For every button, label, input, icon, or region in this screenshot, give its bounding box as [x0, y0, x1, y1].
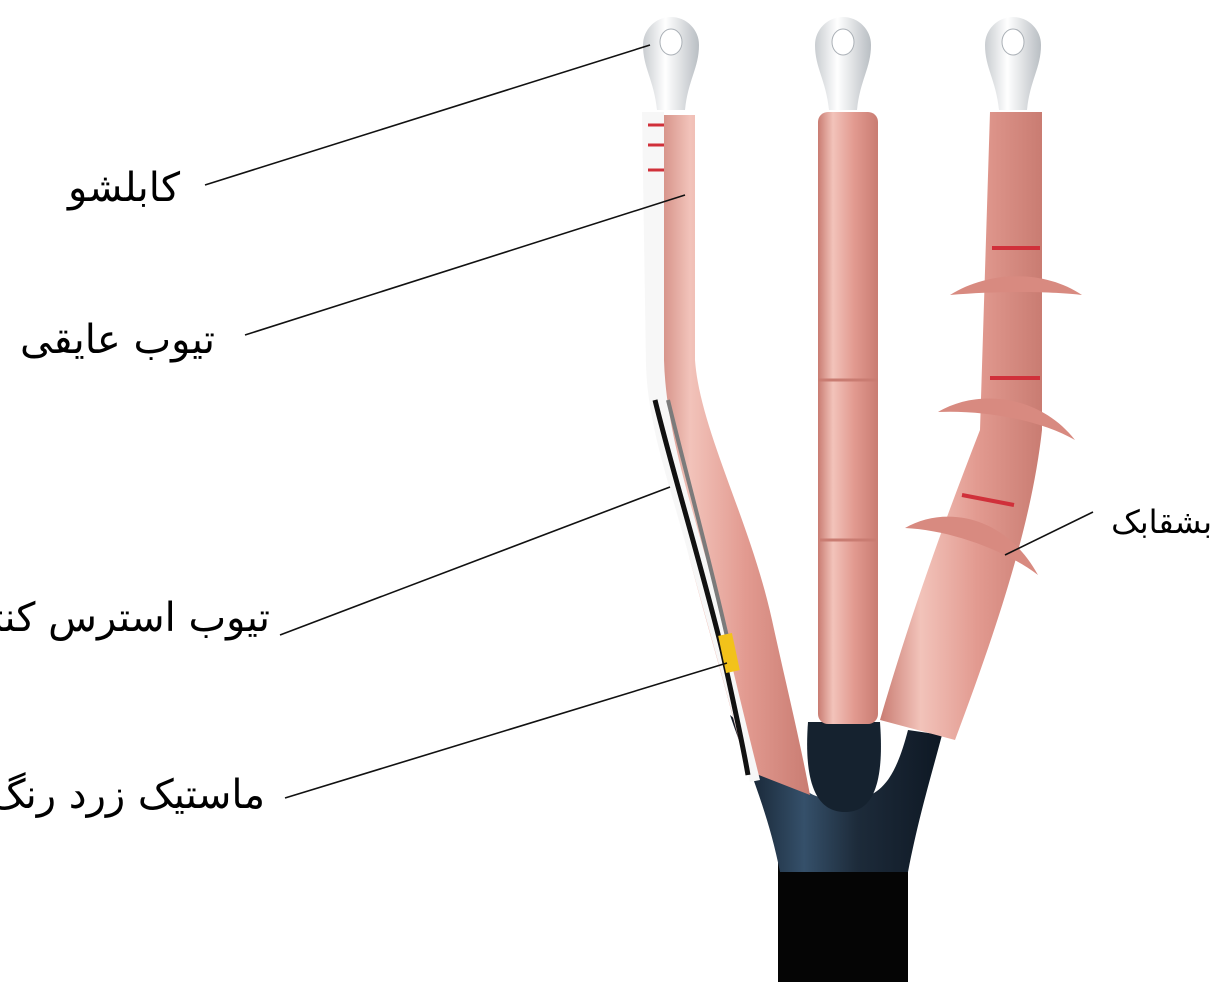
middle-phase-tube — [818, 112, 878, 724]
cable-jacket — [778, 862, 908, 982]
leader-insulating-tube — [245, 195, 685, 335]
leader-yellow-mastic — [285, 663, 727, 798]
label-stress-control-tube: تیوب استرس کنترل — [10, 598, 270, 638]
label-cable-lug: کابلشو — [80, 168, 180, 208]
leader-cable-lug — [205, 45, 650, 185]
label-yellow-mastic: ماستیک زرد رنگ — [35, 775, 265, 815]
cable-lug-icon — [815, 17, 871, 110]
label-insulating-tube: تیوب عایقی — [55, 320, 215, 360]
leader-stress-control-tube — [280, 487, 670, 635]
cable-lug-icon — [643, 17, 699, 110]
right-phase-tube — [880, 112, 1042, 740]
cable-lug-icon — [985, 17, 1041, 110]
label-sheds: بشقابک — [1090, 506, 1212, 538]
